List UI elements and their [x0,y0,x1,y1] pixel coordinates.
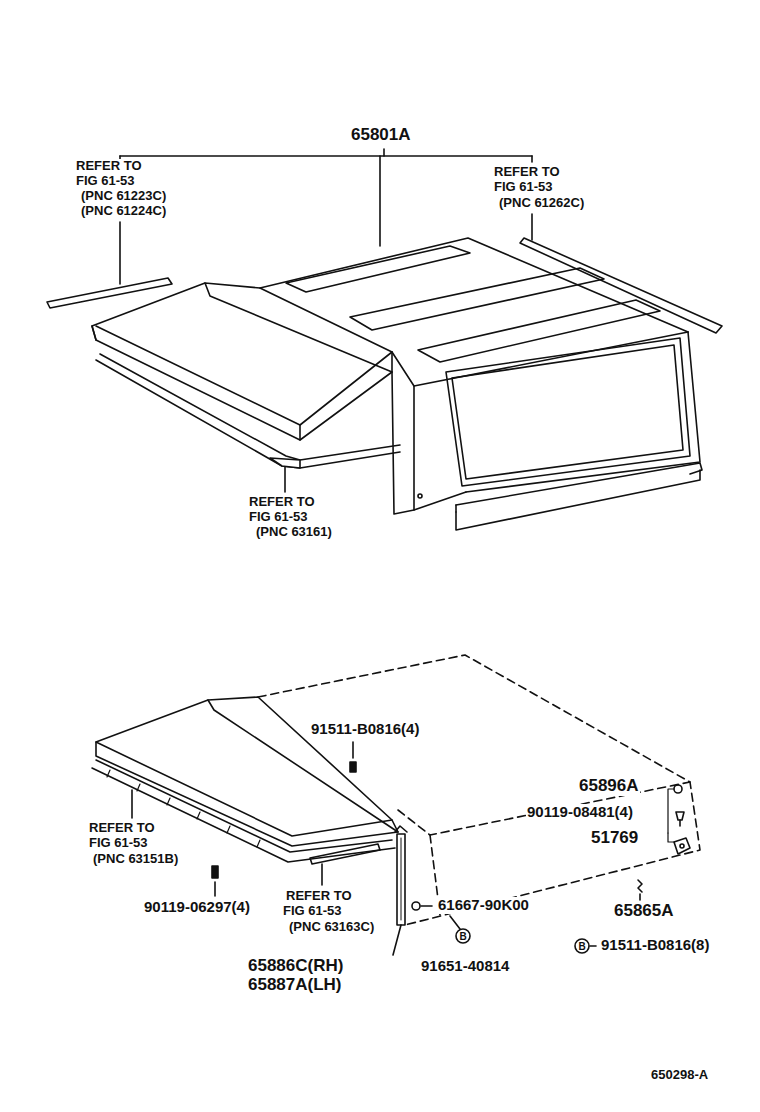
reference-note: FIG 61-53 [493,180,554,194]
reference-note: REFER TO [493,165,561,179]
reference-note: REFER TO [88,821,156,835]
reference-note: (PNC 63151B) [92,852,179,866]
part-number: 65801A [350,126,412,145]
part-number: 65887A(LH) [247,976,343,995]
symbol-letter: B [459,931,466,942]
reference-note: (PNC 63161) [255,525,333,539]
part-number: 90119-06297(4) [143,899,251,916]
part-number: 91651-40814 [420,958,510,975]
part-number: 51769 [590,829,639,848]
reference-note: FIG 61-53 [88,836,149,850]
part-number: 91511-B0816(4) [310,721,420,738]
part-number: 90119-08481(4) [526,804,634,821]
part-number: 65896A [578,777,640,796]
reference-note: REFER TO [248,495,316,509]
symbol-letter: B [578,941,585,952]
reference-note: (PNC 61223C) [80,189,167,203]
reference-note: (PNC 61262C) [498,196,585,210]
reference-note: FIG 61-53 [248,510,309,524]
part-number: 65886C(RH) [247,957,344,976]
part-number: 91511-B0816(8) [600,937,710,954]
part-number: 65865A [613,902,675,921]
part-number: 61667-90K00 [437,897,530,914]
reference-note: (PNC 63163C) [288,920,375,934]
reference-note: FIG 61-53 [282,904,343,918]
reference-note: (PNC 61224C) [80,204,167,218]
reference-note: REFER TO [75,159,143,173]
reference-note: FIG 61-53 [75,174,136,188]
figure-code: 650298-A [650,1068,709,1082]
reference-note: REFER TO [285,889,353,903]
